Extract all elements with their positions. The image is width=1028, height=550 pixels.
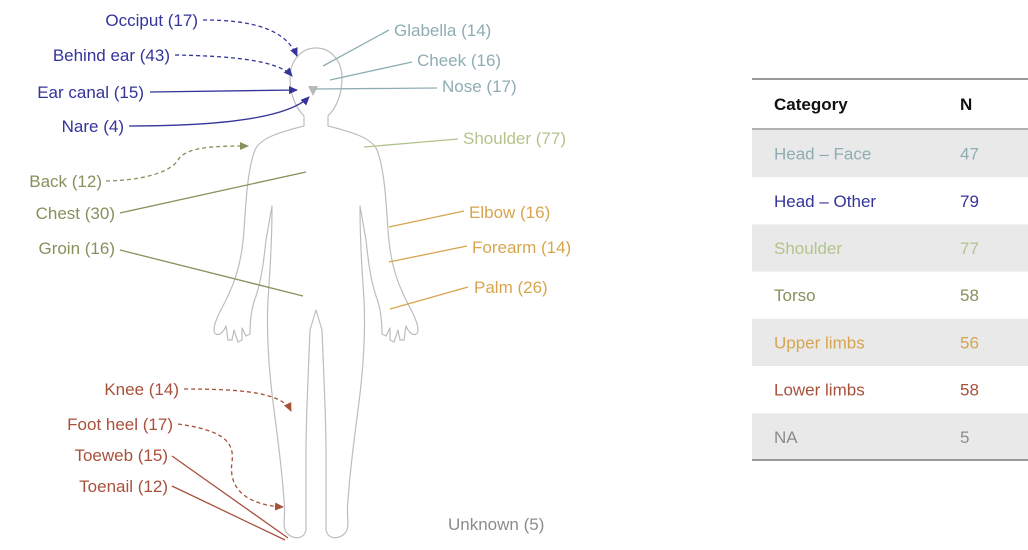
table-cell-n: 79 [960, 192, 979, 211]
label-cheek: Cheek (16) [417, 51, 501, 70]
head-other-labels: Occiput (17) Behind ear (43) Ear canal (… [37, 11, 198, 136]
nare-connector [129, 97, 309, 126]
label-shoulder: Shoulder (77) [463, 129, 566, 148]
label-nare: Nare (4) [62, 117, 124, 136]
forearm-connector [389, 246, 467, 262]
foot-heel-connector [178, 424, 283, 507]
label-behind-ear: Behind ear (43) [53, 46, 170, 65]
lower-limbs-labels: Knee (14) Foot heel (17) Toeweb (15) Toe… [67, 380, 179, 496]
table-cell-n: 58 [960, 286, 979, 305]
shoulder-connector [364, 139, 458, 147]
table-cell-category: Head – Face [774, 145, 871, 164]
label-toeweb: Toeweb (15) [74, 446, 168, 465]
table-cell-category: Shoulder [774, 239, 842, 258]
human-body-outline [214, 48, 418, 538]
label-nose: Nose (17) [442, 77, 517, 96]
occiput-connector [203, 20, 297, 56]
label-groin: Groin (16) [38, 239, 115, 258]
table-header-category: Category [774, 95, 848, 114]
table-cell-n: 56 [960, 333, 979, 352]
table-cell-category: Upper limbs [774, 333, 865, 352]
toenail-connector [172, 486, 285, 540]
table-cell-category: Lower limbs [774, 381, 865, 400]
head-face-labels: Glabella (14) Cheek (16) Nose (17) [394, 21, 517, 96]
label-unknown: Unknown (5) [448, 515, 544, 534]
elbow-connector [389, 211, 464, 227]
label-toenail: Toenail (12) [79, 477, 168, 496]
table-cell-category: NA [774, 428, 798, 447]
table-cell-n: 58 [960, 381, 979, 400]
label-glabella: Glabella (14) [394, 21, 491, 40]
table-cell-n: 5 [960, 428, 969, 447]
table-cell-category: Torso [774, 286, 816, 305]
toeweb-connector [172, 456, 288, 538]
upper-limbs-labels: Elbow (16) Forearm (14) Palm (26) [469, 203, 571, 297]
lower-limbs-group [172, 389, 291, 540]
label-occiput: Occiput (17) [105, 11, 198, 30]
glabella-connector [323, 30, 389, 66]
label-ear-canal: Ear canal (15) [37, 83, 144, 102]
label-chest: Chest (30) [36, 204, 115, 223]
torso-labels: Back (12) Chest (30) Groin (16) [29, 172, 115, 258]
label-knee: Knee (14) [104, 380, 179, 399]
label-foot-heel: Foot heel (17) [67, 415, 173, 434]
label-forearm: Forearm (14) [472, 238, 571, 257]
table-header-n: N [960, 95, 972, 114]
label-palm: Palm (26) [474, 278, 548, 297]
table-cell-category: Head – Other [774, 192, 876, 211]
label-back: Back (12) [29, 172, 102, 191]
ear-canal-connector [150, 90, 297, 92]
back-connector [106, 146, 248, 181]
behind-ear-connector [175, 55, 292, 76]
table-cell-n: 47 [960, 145, 979, 164]
head-other-group [129, 20, 309, 126]
cheek-connector [330, 62, 412, 80]
label-elbow: Elbow (16) [469, 203, 550, 222]
table-cell-n: 77 [960, 239, 979, 258]
